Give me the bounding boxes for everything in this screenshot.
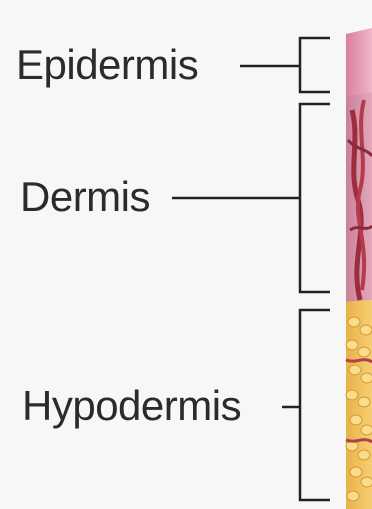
epidermis-label: Epidermis	[16, 44, 198, 86]
dermis-label: Dermis	[20, 176, 150, 218]
dermis-bracket	[300, 104, 330, 292]
epidermis-bracket	[300, 38, 330, 92]
blood-vessel	[346, 440, 372, 442]
blood-vessel	[346, 360, 372, 362]
epidermis-layer	[346, 28, 372, 96]
hypodermis-bracket	[300, 310, 330, 500]
hypodermis-label: Hypodermis	[22, 385, 241, 427]
skin-cross-section-image	[346, 28, 372, 509]
